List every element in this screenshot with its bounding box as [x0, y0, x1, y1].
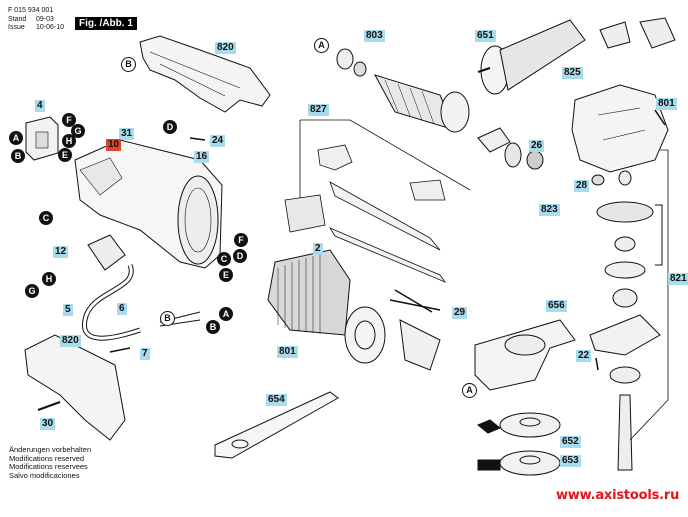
connector-g: G [71, 124, 85, 138]
field-coil [267, 249, 441, 371]
flange-nuts [477, 412, 561, 476]
part-label-820-bottom: 820 [60, 335, 81, 347]
motor-housing [74, 139, 223, 269]
auxiliary-handle [477, 19, 586, 95]
connector-b-top: B [121, 57, 136, 72]
issue-label: Issue [8, 24, 25, 31]
part-label-6: 6 [117, 303, 127, 315]
connector-a-top: A [314, 38, 329, 53]
part-label-31: 31 [119, 128, 135, 140]
part-label-28: 28 [574, 180, 590, 192]
modification-notes: Änderungen vorbehalten Modifications res… [9, 445, 92, 480]
part-label-26: 26 [529, 140, 545, 152]
connector-a-bottom: A [462, 383, 477, 398]
part-label-10: 10 [106, 139, 122, 151]
connector-f: F [62, 113, 76, 127]
connector-h-cap: H [42, 272, 56, 286]
part-label-801-bottom: 801 [277, 346, 298, 358]
part-label-22: 22 [576, 350, 592, 362]
connector-e: E [58, 148, 72, 162]
part-label-29: 29 [452, 307, 468, 319]
part-label-5: 5 [63, 304, 73, 316]
switch-assembly [25, 116, 59, 161]
part-label-653: 653 [560, 455, 581, 467]
part-number: F 015 934 001 [8, 7, 54, 14]
armature [336, 48, 470, 133]
stand-label: Stand [8, 16, 27, 23]
part-label-652: 652 [560, 436, 581, 448]
note-fr: Modifications reservees [9, 462, 88, 471]
connector-a: A [9, 131, 23, 145]
connector-c: C [39, 211, 53, 225]
spanner-wrench [214, 391, 339, 459]
note-es: Salvo modificaciones [9, 470, 80, 480]
connector-d-coil: D [233, 249, 247, 263]
gear-housing [571, 17, 676, 173]
stand-value: 09-03 [36, 16, 54, 23]
spindle-stack [589, 149, 669, 471]
part-label-827: 827 [308, 104, 329, 116]
connector-b-cord: B [206, 320, 220, 334]
part-label-656: 656 [546, 300, 567, 312]
connector-e-coil: E [219, 268, 233, 282]
part-label-651: 651 [475, 30, 496, 42]
connector-f-coil: F [234, 233, 248, 247]
note-en: Modifications reserved [9, 453, 85, 463]
part-label-4: 4 [35, 100, 45, 112]
website-watermark: www.axistools.ru [556, 488, 680, 503]
part-label-821: 821 [668, 273, 688, 285]
rear-housing-top [139, 35, 271, 113]
wheel-guard [474, 319, 576, 391]
connector-h: H [62, 134, 76, 148]
part-label-820-top: 820 [215, 42, 236, 54]
part-label-30: 30 [40, 418, 56, 430]
connector-a-cord: A [219, 307, 233, 321]
part-label-825: 825 [562, 67, 583, 79]
connector-d: D [163, 120, 177, 134]
connector-g-cap: G [25, 284, 39, 298]
part-label-12: 12 [53, 246, 69, 258]
power-cord [82, 234, 201, 341]
note-de: Änderungen vorbehalten [9, 445, 92, 454]
part-label-803: 803 [364, 30, 385, 42]
part-label-801-top: 801 [656, 98, 677, 110]
issue-value: 10-06-10 [36, 24, 65, 31]
part-label-654: 654 [266, 394, 287, 406]
connector-c-coil: C [217, 252, 231, 266]
part-label-7: 7 [140, 348, 150, 360]
screws [109, 109, 666, 371]
part-label-24: 24 [210, 135, 226, 147]
part-label-2: 2 [313, 243, 323, 255]
connector-b: B [11, 149, 25, 163]
bearing-parts [477, 127, 605, 186]
part-label-823: 823 [539, 204, 560, 216]
part-label-16: 16 [194, 151, 210, 163]
brush-holder-set [284, 119, 471, 283]
figure-label: Fig. /Abb. 1 [75, 17, 137, 30]
connector-b-cord-open: B [160, 311, 175, 326]
